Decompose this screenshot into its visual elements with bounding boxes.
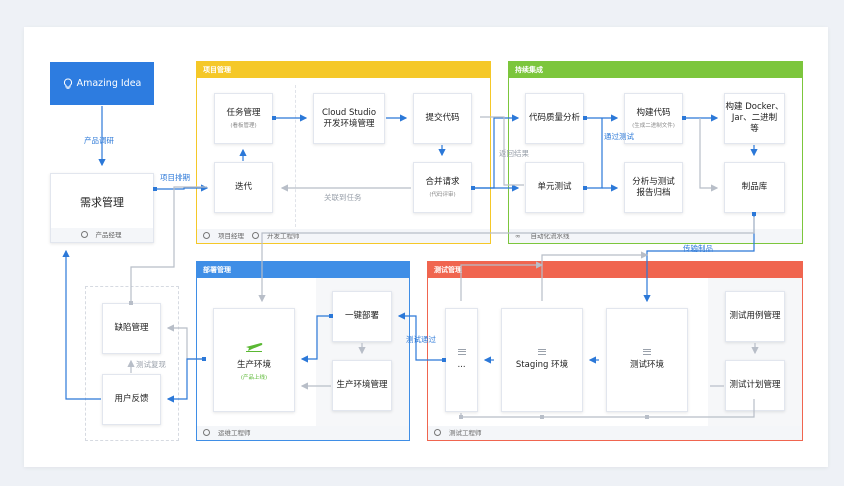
more-env-card[interactable]: ... [445,308,478,412]
label-return-result: 返回结果 [499,149,529,158]
list-icon [643,349,651,355]
cloud-title-1: Cloud Studio [321,107,377,118]
label-link-task: 关联到任务 [324,193,362,202]
build-code-card[interactable]: 构建代码 (生成二进制文件) [624,93,683,144]
test-env-card[interactable]: 测试环境 [606,308,688,412]
project-group-divider [295,85,296,227]
task-management-card[interactable]: 任务管理 (看板管理) [214,93,273,144]
label-test-pass-deploy: 测试通过 [406,335,436,344]
feedback-title: 用户反馈 [114,394,149,404]
iteration-title: 迭代 [234,182,252,192]
staging-title: Staging 环境 [515,360,569,370]
amazing-idea-box[interactable]: Amazing Idea [50,62,154,105]
cloud-title-2: 开发环境管理 [323,118,375,129]
prod-title: 生产环境 [236,359,271,370]
defect-title: 缺陷管理 [114,323,149,333]
production-env-card[interactable]: 生产环境 (产品上线) [213,308,295,412]
merge-sub: (代码评审) [429,192,456,198]
label-project-schedule: 项目排期 [160,173,190,182]
task-sub: (看板管理) [230,123,257,129]
testcase-title: 测试用例管理 [729,311,781,321]
testplan-title: 测试计划管理 [729,380,781,390]
demand-role: 产品经理 [95,231,122,239]
ci-group-footer: ∞ 自动化流水线 [509,229,802,243]
ci-group: 持续集成 ∞ 自动化流水线 [508,61,803,244]
user-icon [80,231,88,238]
idea-label: Amazing Idea [76,78,142,89]
build-sub: (生成二进制文件) [632,123,675,129]
user-feedback-card[interactable]: 用户反馈 [102,374,161,425]
docker-title-2: Jar、二进制 [731,113,778,123]
dots-title: ... [457,360,466,370]
prod-env-management-card[interactable]: 生产环境管理 [332,360,392,411]
prod-sub: (产品上线) [240,374,268,381]
one-click-deploy-card[interactable]: 一键部署 [332,291,392,342]
cloud-studio-card[interactable]: Cloud Studio 开发环境管理 [313,93,385,144]
deploy-group-footer: 运维工程师 [197,426,409,440]
unit-test-card[interactable]: 单元测试 [525,162,584,213]
project-role-2: 开发工程师 [267,232,300,240]
defect-management-card[interactable]: 缺陷管理 [102,303,161,354]
prodenv-title: 生产环境管理 [336,380,388,390]
test-case-card[interactable]: 测试用例管理 [725,291,785,342]
demand-footer: 产品经理 [51,228,153,242]
lightbulb-icon [63,77,72,89]
airplane-icon [246,342,263,352]
test-role: 测试工程师 [449,429,482,437]
deploy-group-header: 部署管理 [197,262,409,278]
ci-group-header: 持续集成 [509,62,802,78]
quality-title: 代码质量分析 [528,113,580,123]
ci-role: 自动化流水线 [530,232,570,240]
user-icon [252,232,259,239]
merge-title: 合并请求 [425,177,460,187]
infinity-icon: ∞ [515,232,523,240]
project-group: 项目管理 项目经理 开发工程师 [196,61,491,244]
user-icon [434,429,441,436]
commit-code-card[interactable]: 提交代码 [413,93,472,144]
label-test-pass-ci: 通过测试 [604,132,634,141]
artifact-repo-card[interactable]: 制品库 [724,162,785,213]
label-product-research: 产品调研 [84,136,114,145]
analysis-title-2: 报告归档 [636,187,671,198]
artifact-title: 制品库 [741,182,768,192]
project-role-1: 项目经理 [218,232,244,240]
label-test-feedback: 测试复现 [136,360,166,369]
list-icon [538,349,546,355]
analysis-title-1: 分析与测试 [632,176,675,187]
diagram-canvas: Amazing Idea 需求管理 产品经理 项目管理 项目经理 开发工程师 持续… [24,27,828,467]
project-group-header: 项目管理 [197,62,490,78]
test-group-header: 测试管理 [428,262,802,278]
test-group-footer: 测试工程师 [428,426,802,440]
deploy-role: 运维工程师 [218,429,251,437]
build-docker-card[interactable]: 构建 Docker、 Jar、二进制 等 [724,93,785,144]
code-quality-card[interactable]: 代码质量分析 [525,93,584,144]
task-title: 任务管理 [226,108,261,118]
docker-title-3: 等 [750,124,759,134]
analysis-archive-card[interactable]: 分析与测试 报告归档 [624,162,683,213]
demand-management-card[interactable]: 需求管理 产品经理 [50,173,154,243]
user-icon [203,232,210,239]
unit-title: 单元测试 [537,182,572,192]
commit-title: 提交代码 [425,113,460,123]
merge-request-card[interactable]: 合并请求 (代码评审) [413,162,472,213]
demand-title: 需求管理 [80,196,124,209]
onekey-title: 一键部署 [344,311,379,321]
testenv-title: 测试环境 [629,360,664,370]
build-title: 构建代码 [636,108,671,118]
test-plan-card[interactable]: 测试计划管理 [725,360,785,411]
list-icon [457,349,466,355]
project-group-footer: 项目经理 开发工程师 [197,229,490,243]
user-icon [203,429,210,436]
docker-title-1: 构建 Docker、 [725,102,784,112]
staging-env-card[interactable]: Staging 环境 [501,308,583,412]
label-transfer-artifact: 传输制品 [683,244,713,253]
iteration-card[interactable]: 迭代 [214,162,273,213]
